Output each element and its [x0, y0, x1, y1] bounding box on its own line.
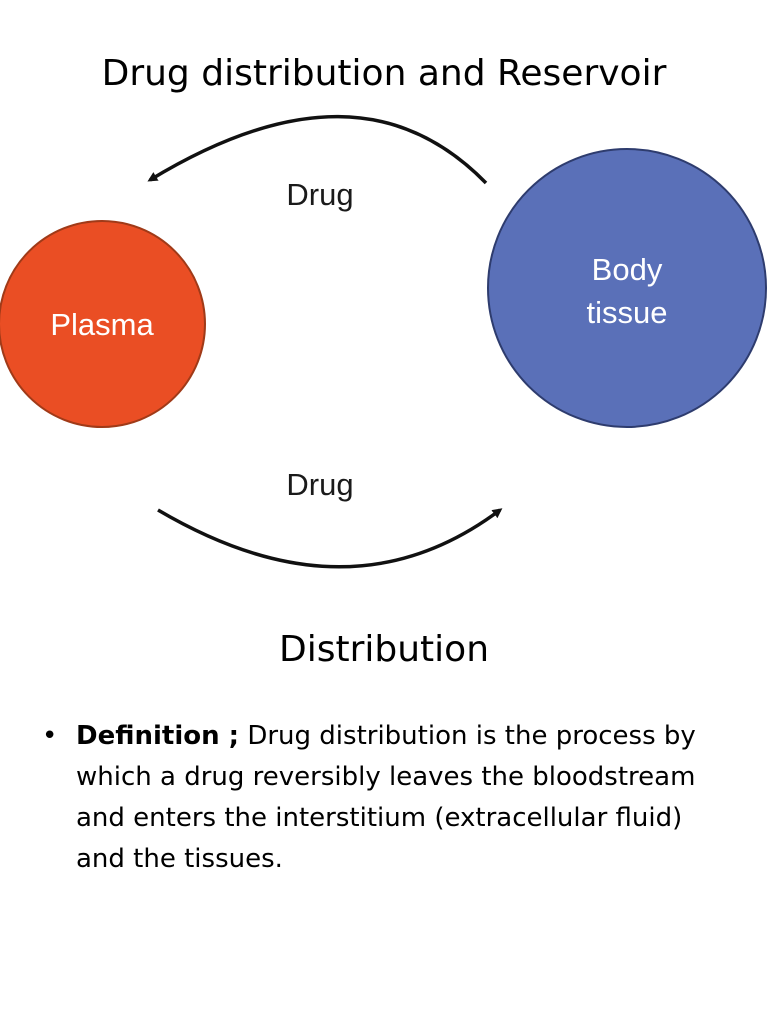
bullet-item: • Definition ; Drug distribution is the …	[40, 716, 730, 880]
plasma-node	[0, 220, 206, 428]
bullet-list: • Definition ; Drug distribution is the …	[40, 716, 730, 880]
plasma-label: Plasma	[50, 307, 154, 342]
body-tissue-node	[487, 148, 767, 428]
bullet-dot-icon: •	[42, 721, 58, 751]
bullet-term: Definition ;	[76, 721, 240, 751]
arrow-tissue-to-plasma	[147, 114, 488, 185]
slide-title: Drug distribution and Reservoir	[101, 53, 667, 94]
distribution-diagram: Drug Plasma Body tissue Drug	[0, 105, 768, 590]
body-tissue-label-line-1: Body	[592, 252, 663, 287]
arrow-bottom-label: Drug	[286, 467, 353, 502]
body-tissue-label-line-2: tissue	[587, 295, 668, 330]
section-heading: Distribution	[278, 629, 490, 670]
bullet-text: Drug distribution is the process by whic…	[76, 721, 696, 874]
arrow-top-label: Drug	[286, 177, 353, 212]
arrow-plasma-to-tissue	[157, 508, 503, 569]
